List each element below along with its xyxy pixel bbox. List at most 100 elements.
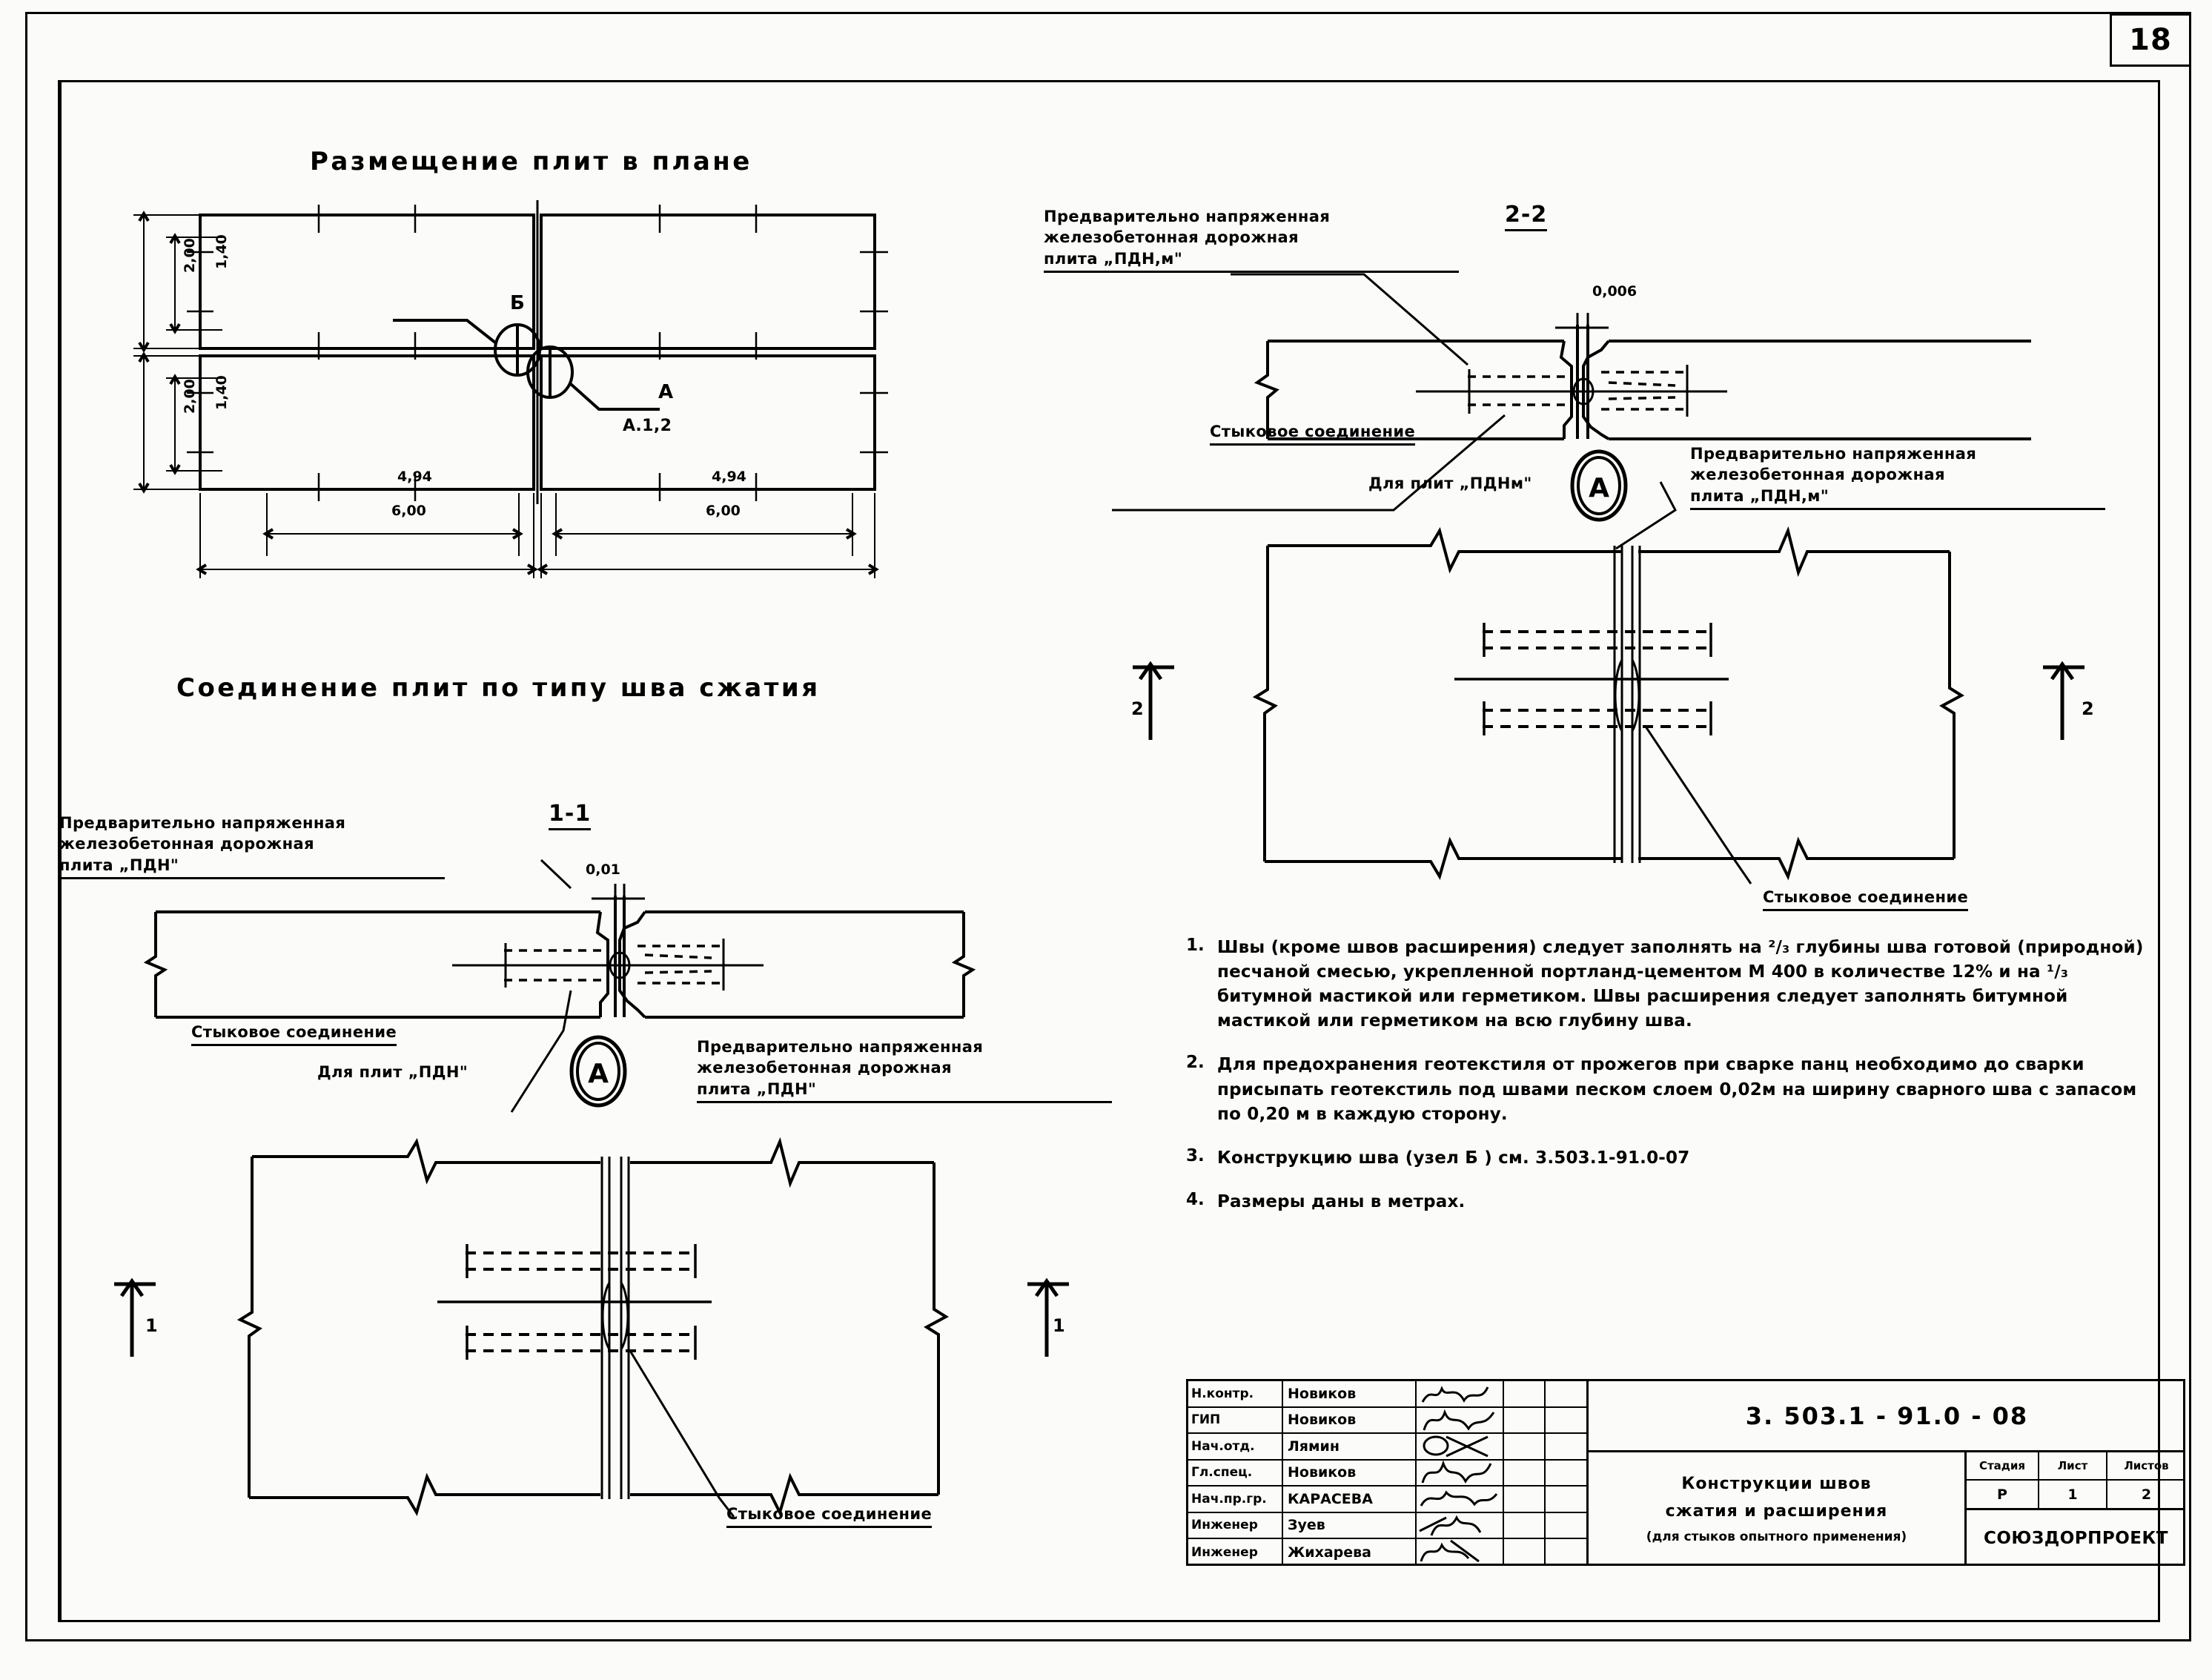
sheet-header: Лист (2039, 1452, 2106, 1481)
detail-a-callout-right: А (1570, 449, 1628, 522)
detail-a-joint-conn-text-left: Стыковое соединение (726, 1504, 933, 1529)
section-2-2-drawing (1112, 273, 2031, 512)
role-cell: Нач.пр.гр. (1188, 1486, 1283, 1512)
date-cell (1504, 1434, 1546, 1459)
plan-view-drawing (133, 200, 888, 578)
role-cell: Гл.спец. (1188, 1460, 1283, 1485)
role-cell: Инженер (1188, 1512, 1283, 1538)
signature-cell (1417, 1459, 1504, 1485)
svg-text:А: А (588, 1059, 609, 1089)
section-mark-2-right: 2 (2082, 698, 2095, 719)
title-block-row: Нач.отд. Лямин (1188, 1434, 1586, 1461)
role-cell: ГИП (1188, 1407, 1283, 1432)
name-cell: Новиков (1283, 1381, 1417, 1406)
drawing-name-cell: Конструкции швов сжатия и расширения (дл… (1589, 1452, 1967, 1566)
role-cell: Нач.отд. (1188, 1434, 1283, 1459)
signature-cell (1417, 1407, 1504, 1432)
note-item: 3. Конструкцию шва (узел Б ) см. 3.503.1… (1186, 1146, 2165, 1171)
sheets-cell: Листов 2 (2107, 1452, 2185, 1508)
sheet-cell: Лист 1 (2039, 1452, 2107, 1508)
section22-dim-0-006: 0,006 (1592, 283, 1638, 300)
note-text: Конструкцию шва (узел Б ) см. 3.503.1-91… (1217, 1148, 1690, 1168)
plan-dim-1-40-top: 1,40 (213, 234, 230, 269)
section11-plate-label-line1: Предварительно напряженная (59, 814, 346, 832)
role-text: Нач.пр.гр. (1191, 1491, 1267, 1507)
plan-dim-6-00-right: 6,00 (706, 503, 741, 519)
name-cell: Новиков (1283, 1460, 1417, 1485)
section11-joint-conn-text: Стыковое соединение (191, 1022, 397, 1047)
title-block-signatures: Н.контр. Новиков ГИП Новиков Нач.отд. Ля… (1188, 1381, 1589, 1566)
sheet-value: 1 (2067, 1486, 2078, 1503)
organization-name: СОЮЗДОРПРОЕКТ (1983, 1528, 2169, 1548)
section22-plate-right-line1: Предварительно напряженная (1690, 445, 1977, 463)
signature-cell (1417, 1486, 1504, 1512)
notes-list: 1. Швы (кроме швов расширения) следует з… (1186, 936, 2165, 1234)
extra-cell (1546, 1486, 1586, 1512)
stage-value: Р (1997, 1486, 2007, 1503)
name-text: КАРАСЕВА (1288, 1490, 1373, 1507)
sheet-number-box: 18 (2110, 13, 2191, 67)
section22-for-plates-label: Для плит „ПДНм" (1368, 474, 1532, 492)
section11-plate-label-line2: железобетонная дорожная (59, 835, 314, 853)
section11-plate-right-line3: плита „ПДН" (697, 1079, 1112, 1104)
section22-joint-conn-text: Стыковое соединение (1210, 421, 1416, 446)
note-item: 4. Размеры даны в метрах. (1186, 1190, 2165, 1214)
title-block-row: ГИП Новиков (1188, 1407, 1586, 1434)
stage-cell: Стадия Р (1967, 1452, 2039, 1508)
name-text: Новиков (1288, 1464, 1357, 1481)
detail-a-joint-conn-label-right: Стыковое соединение (1763, 887, 1969, 912)
plan-dim-4-94-right: 4,94 (712, 469, 746, 485)
svg-text:А: А (1589, 473, 1609, 503)
section22-plate-label: Предварительно напряженная железобетонна… (1044, 206, 1459, 274)
section22-plate-right-line3: плита „ПДН,м" (1690, 486, 2105, 511)
role-text: Н.контр. (1191, 1386, 1254, 1401)
sheet-frame-outer (25, 12, 2191, 1641)
note-text: Для предохранения геотекстиля от прожего… (1217, 1055, 2137, 1124)
plan-dim-2-00-top: 2,00 (182, 238, 198, 273)
detail-a-joint-conn-label-left: Стыковое соединение (726, 1504, 933, 1529)
section11-plate-right-line1: Предварительно напряженная (697, 1038, 984, 1056)
plan-node-b-label: Б (510, 292, 526, 314)
section11-plate-label: Предварительно напряженная железобетонна… (59, 813, 445, 880)
name-cell: КАРАСЕВА (1283, 1486, 1417, 1512)
section11-plate-label-line3: плита „ПДН" (59, 855, 445, 880)
sheet-number: 18 (2129, 23, 2172, 57)
sheet-frame-inner (58, 80, 2160, 1622)
name-text: Жихарева (1288, 1544, 1371, 1561)
signature-cell (1417, 1434, 1504, 1459)
extra-cell (1546, 1513, 1586, 1538)
note-number: 2. (1186, 1053, 1205, 1073)
plan-dim-4-94-left: 4,94 (397, 469, 432, 485)
role-cell: Инженер (1188, 1539, 1283, 1566)
note-item: 2. Для предохранения геотекстиля от прож… (1186, 1053, 2165, 1126)
signature-cell (1417, 1381, 1504, 1406)
section22-plate-line2: железобетонная дорожная (1044, 228, 1299, 247)
note-text: Швы (кроме швов расширения) следует запо… (1217, 938, 2144, 1031)
date-cell (1504, 1486, 1546, 1512)
date-cell (1504, 1539, 1546, 1566)
role-text: Гл.спец. (1191, 1465, 1253, 1481)
signature-icon (1423, 1435, 1489, 1458)
date-cell (1504, 1460, 1546, 1485)
title-block-row: Н.контр. Новиков (1188, 1381, 1586, 1408)
detail-a-plan-left (114, 1137, 1069, 1518)
name-text: Новиков (1288, 1385, 1357, 1402)
name-cell: Лямин (1283, 1434, 1417, 1459)
sheets-header: Листов (2107, 1452, 2185, 1481)
plan-node-a-sub-label: А.1,2 (623, 417, 672, 435)
signature-icon (1421, 1459, 1492, 1484)
section11-plate-label-right: Предварительно напряженная железобетонна… (697, 1036, 1112, 1104)
signature-cell (1417, 1539, 1504, 1566)
stage-sheet-cells: Стадия Р Лист 1 Листов 2 СОЮЗДОРПРОЕКТ (1967, 1452, 2185, 1566)
drawing-code-cell: 3. 503.1 - 91.0 - 08 (1589, 1381, 2185, 1452)
stage-row: Стадия Р Лист 1 Листов 2 (1967, 1452, 2185, 1510)
extra-cell (1546, 1434, 1586, 1459)
detail-a-plan-right (1133, 481, 2084, 884)
name-text: Зуев (1288, 1517, 1325, 1534)
section22-plate-line3: плита „ПДН,м" (1044, 248, 1459, 274)
section11-joint-conn-label: Стыковое соединение (191, 1022, 397, 1047)
plan-dim-1-40-bottom: 1,40 (213, 375, 230, 410)
section22-joint-conn-label: Стыковое соединение (1210, 421, 1416, 446)
section11-dim-0-01: 0,01 (586, 862, 620, 878)
